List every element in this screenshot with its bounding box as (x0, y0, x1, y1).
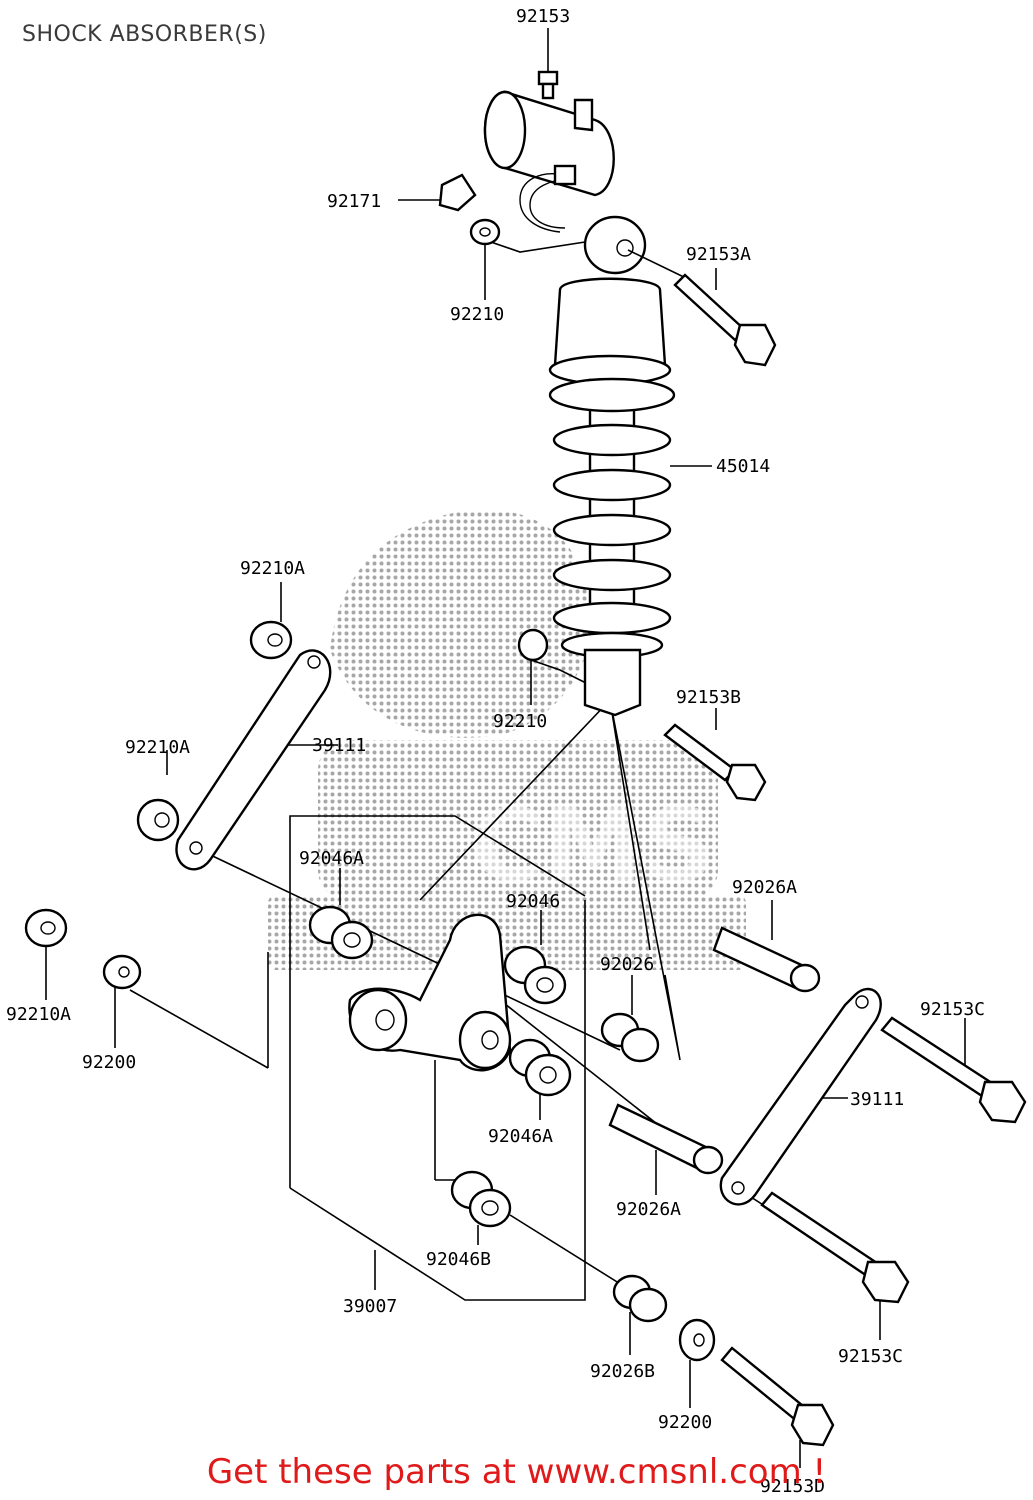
label-92153C-upper: 92153C (920, 999, 985, 1020)
label-92026A-upper: 92026A (732, 877, 797, 898)
bolt-92153D (720, 1346, 835, 1447)
label-92153C-lower: 92153C (838, 1346, 903, 1367)
nut-92210A-b (136, 798, 180, 842)
bolt-92153A (673, 273, 777, 367)
label-92200-right: 92200 (658, 1412, 712, 1433)
label-39111-left: 39111 (312, 735, 366, 756)
tie-rod-39111-right (719, 988, 882, 1206)
sleeve-92026B (612, 1274, 668, 1323)
label-92210A-top: 92210A (240, 558, 305, 579)
label-92046A-upper: 92046A (299, 848, 364, 869)
watermark-logo: CMS (268, 509, 746, 970)
reservoir-canister (483, 90, 615, 233)
footer-promo-text[interactable]: Get these parts at www.cmsnl.com ! (206, 1452, 827, 1492)
nut-92210A-c (24, 908, 68, 948)
label-92210A-mid: 92210A (125, 737, 190, 758)
collar-92046A-upper (308, 905, 374, 960)
label-92026A-lower: 92026A (616, 1199, 681, 1220)
sleeve-92026 (600, 1012, 660, 1063)
shock-top-eye (583, 215, 691, 281)
collar-92046B (450, 1170, 512, 1228)
page-title: SHOCK ABSORBER(S) (22, 22, 267, 47)
bolt-92153 (537, 70, 559, 100)
label-92026: 92026 (600, 954, 654, 975)
label-92210A-left: 92210A (6, 1004, 71, 1025)
washer-92200-left (102, 954, 142, 990)
bolt-92153B (663, 723, 767, 802)
part-labels: 92153 92171 92153A 92210 45014 92210A 92… (6, 6, 985, 1497)
rocker-arm-39007 (348, 913, 512, 1072)
clip-92171 (438, 173, 477, 212)
label-92046: 92046 (506, 891, 560, 912)
label-92171: 92171 (327, 191, 381, 212)
label-92153: 92153 (516, 6, 570, 27)
label-45014: 45014 (716, 456, 770, 477)
nut-92210-b (517, 628, 549, 662)
label-92153B: 92153B (676, 687, 741, 708)
sleeve-92026A-upper (712, 926, 821, 993)
label-92046A-lower: 92046A (488, 1126, 553, 1147)
label-92210-mid: 92210 (493, 711, 547, 732)
label-92200-left: 92200 (82, 1052, 136, 1073)
bolt-92153C-upper (880, 1016, 1027, 1124)
nut-92210 (469, 218, 501, 246)
label-92210: 92210 (450, 304, 504, 325)
collar-92046 (503, 945, 567, 1005)
washer-92200-right (678, 1318, 716, 1362)
nut-92210A-a (249, 620, 293, 660)
svg-text:CMS: CMS (470, 787, 715, 904)
bolt-92153C-lower (760, 1191, 910, 1304)
collar-92046A-lower (508, 1038, 572, 1097)
shock-body-45014 (548, 277, 676, 717)
label-92046B: 92046B (426, 1249, 491, 1270)
sleeve-92026A-lower (608, 1103, 724, 1175)
label-39007: 39007 (343, 1296, 397, 1317)
parts (24, 70, 1027, 1447)
tie-rod-39111-left (175, 649, 332, 871)
label-92153A: 92153A (686, 244, 751, 265)
label-92026B: 92026B (590, 1361, 655, 1382)
label-92153D: 92153D (760, 1476, 825, 1497)
label-39111-right: 39111 (850, 1089, 904, 1110)
